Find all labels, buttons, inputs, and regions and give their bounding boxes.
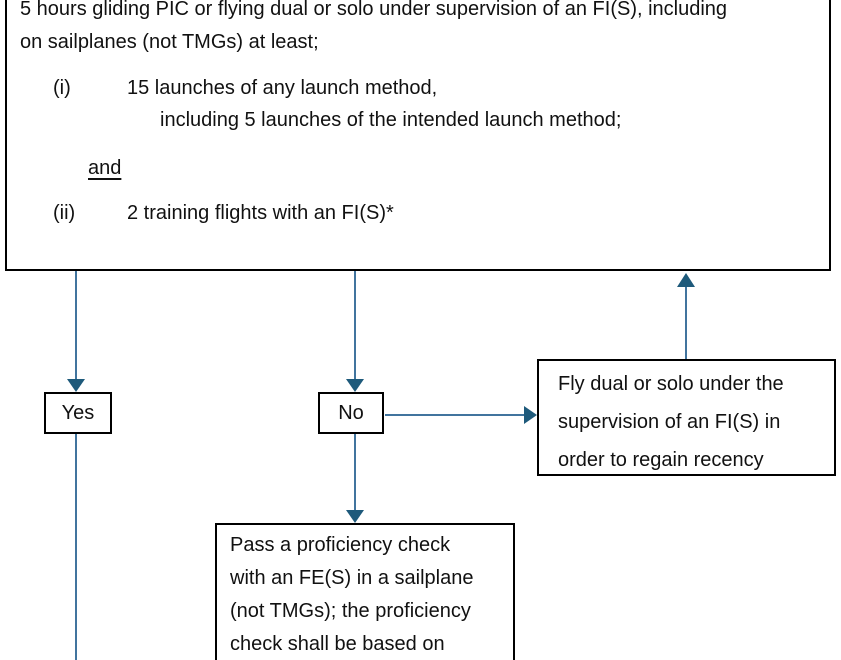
proficiency-line3: (not TMGs); the proficiency: [230, 600, 471, 622]
regain-line1: Fly dual or solo under the: [558, 373, 784, 395]
criteria-item2-line1: 2 training flights with an FI(S)*: [127, 202, 394, 224]
proficiency-line4: check shall be based on: [230, 633, 445, 655]
regain-recency-text: Fly dual or solo under the supervision o…: [558, 365, 784, 479]
regain-to-criteria-arrowhead-icon: [677, 273, 695, 287]
criteria-item1-line1: 15 launches of any launch method,: [127, 77, 438, 99]
no-to-regain-arrowhead-icon: [524, 406, 537, 424]
proficiency-line1: Pass a proficiency check: [230, 534, 451, 556]
regain-line2: supervision of an FI(S) in: [558, 411, 781, 433]
yes-label: Yes: [61, 401, 95, 424]
proficiency-line2: with an FE(S) in a sailplane: [230, 567, 474, 589]
yes-branch-arrowhead-icon: [67, 379, 85, 392]
criteria-item2-marker: (ii): [53, 202, 76, 224]
regain-recency-box: [537, 359, 836, 476]
no-label: No: [338, 401, 364, 424]
proficiency-check-text: Pass a proficiency check with an FE(S) i…: [230, 529, 473, 660]
regain-line3: order to regain recency: [558, 449, 764, 471]
criteria-item1-line2: including 5 launches of the intended lau…: [160, 109, 622, 131]
criteria-intro-line2: on sailplanes (not TMGs) at least;: [20, 31, 319, 53]
no-box: No: [318, 392, 384, 434]
criteria-intro-line1: 5 hours gliding PIC or flying dual or so…: [20, 0, 728, 20]
no-branch-arrowhead-icon: [346, 379, 364, 392]
criteria-item1-marker: (i): [53, 77, 71, 99]
no-to-proficiency-arrowhead-icon: [346, 510, 364, 523]
yes-box: Yes: [44, 392, 112, 434]
criteria-box: [5, 0, 831, 271]
proficiency-check-box: [215, 523, 515, 660]
criteria-conjunction-and: and: [88, 157, 122, 179]
